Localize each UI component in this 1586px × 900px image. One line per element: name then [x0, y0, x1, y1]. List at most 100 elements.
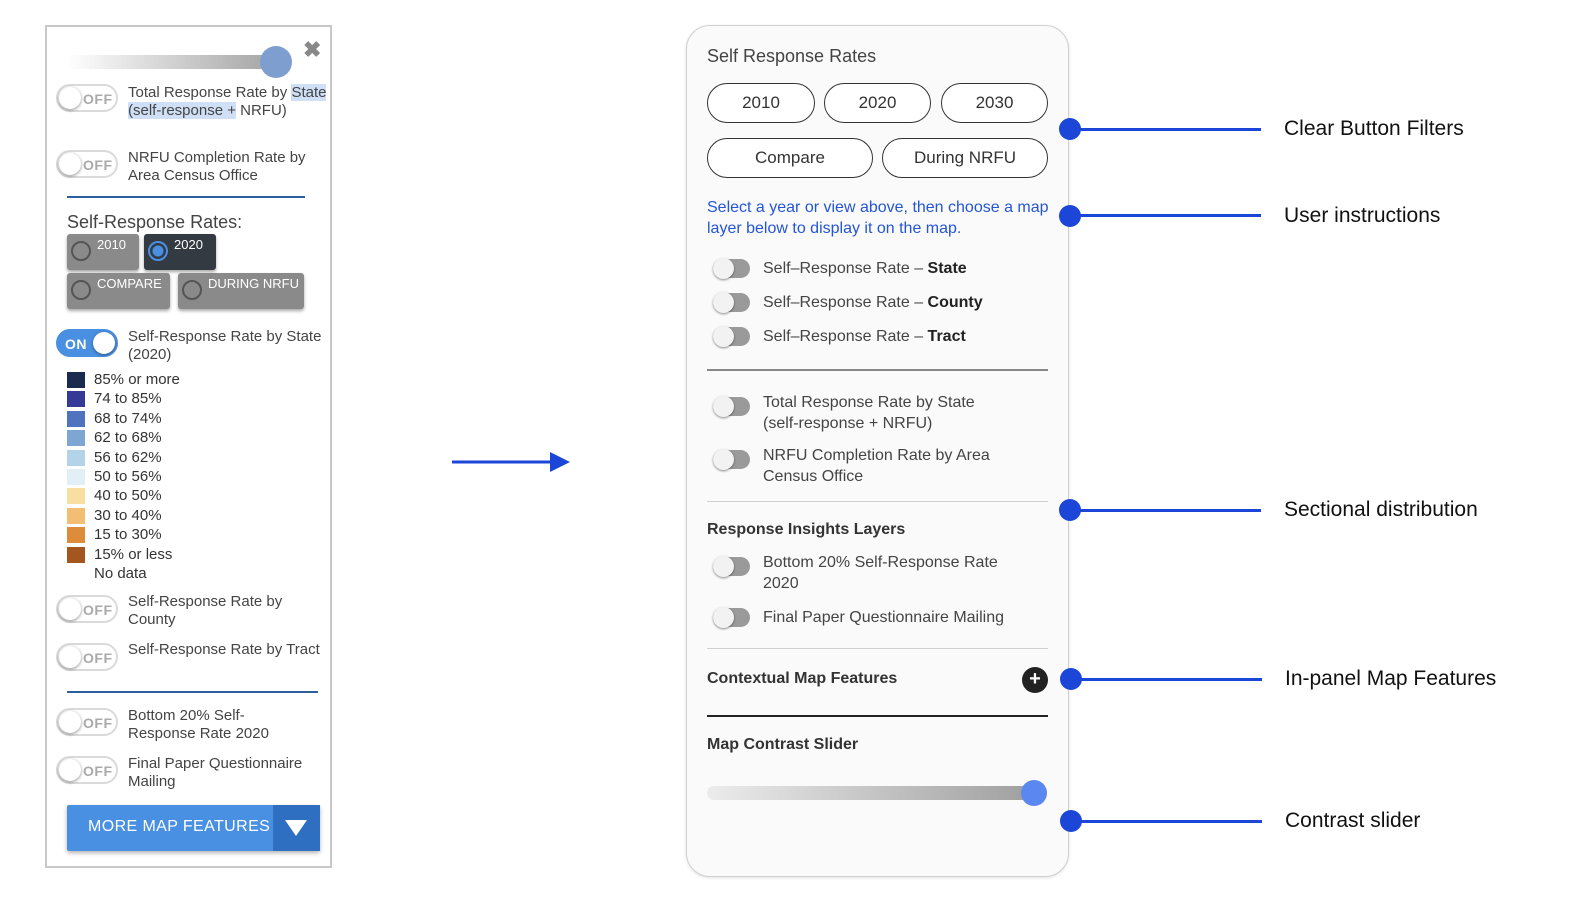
- redesigned-layer-panel: Self Response Rates 2010 2020 2030 Compa…: [686, 25, 1069, 877]
- more-map-features-button[interactable]: MORE MAP FEATURES: [67, 805, 320, 851]
- layer-label-bottom-20: Bottom 20% Self-Response Rate 2020: [763, 554, 998, 592]
- toggle-state-text: OFF: [83, 650, 113, 666]
- toggle-srr-county[interactable]: [713, 292, 750, 313]
- legacy-toggle-label: Final Paper Questionnaire Mailing: [128, 755, 303, 790]
- annotation-line: [1071, 678, 1262, 681]
- legacy-toggle-label: Self-Response Rate by County: [128, 593, 283, 628]
- response-insights-heading: Response Insights Layers: [707, 521, 906, 538]
- label-part: NRFU): [235, 102, 287, 119]
- legend-label: 62 to 68%: [94, 429, 162, 447]
- legacy-layer-panel: ✖ OFF Total Response Rate by State (self…: [45, 25, 332, 868]
- section-divider: [707, 501, 1048, 502]
- toggle-knob: [59, 598, 81, 620]
- toggle-srr-tract[interactable]: [713, 326, 750, 347]
- annotation-line: [1071, 820, 1262, 823]
- legend-swatch: [67, 430, 85, 447]
- toggle-state-text: OFF: [83, 91, 113, 107]
- toggle-knob: [713, 396, 734, 417]
- compare-pill[interactable]: Compare: [707, 138, 873, 178]
- legacy-year-button-2010[interactable]: 2010: [67, 234, 139, 270]
- toggle-knob: [713, 556, 734, 577]
- button-label: 2020: [174, 237, 203, 252]
- legend-swatch: [67, 546, 85, 563]
- label-geography: Tract: [927, 328, 966, 345]
- label-part: Total Response Rate by: [128, 84, 292, 101]
- during-nrfu-pill[interactable]: During NRFU: [882, 138, 1048, 178]
- legend-swatch: [67, 488, 85, 505]
- legend-swatch: [67, 507, 85, 524]
- toggle-knob: [59, 87, 81, 109]
- toggle-total-response-state[interactable]: [713, 396, 750, 417]
- transition-arrow-icon: [452, 452, 570, 472]
- toggle-knob: [59, 711, 81, 733]
- annotation-user-instructions: User instructions: [1284, 204, 1441, 227]
- toggle-knob: [59, 153, 81, 175]
- toggle-knob: [713, 449, 734, 470]
- label-geography: State: [927, 260, 967, 277]
- caret-down-icon: [285, 820, 307, 836]
- legacy-compare-button[interactable]: COMPARE: [67, 273, 170, 309]
- layer-label-county: Self–Response Rate – County: [763, 292, 983, 313]
- legend-label: 15% or less: [94, 545, 173, 563]
- annotation-in-panel-map-features: In-panel Map Features: [1285, 667, 1497, 690]
- panel-title: Self Response Rates: [707, 46, 877, 66]
- legacy-toggle-bottom-20[interactable]: OFF: [56, 708, 118, 736]
- radio-icon: [71, 241, 91, 261]
- legend-label: 68 to 74%: [94, 409, 162, 427]
- user-instructions: Select a year or view above, then choose…: [707, 199, 1049, 237]
- annotation-sectional-distribution: Sectional distribution: [1284, 498, 1478, 521]
- legacy-during-nrfu-button[interactable]: DURING NRFU: [178, 273, 304, 309]
- year-pill-2030[interactable]: 2030: [941, 83, 1048, 123]
- label-geography: County: [927, 294, 983, 311]
- legacy-year-button-2020[interactable]: 2020: [144, 234, 216, 270]
- toggle-state-text: ON: [65, 336, 87, 352]
- radio-selected-icon: [148, 241, 168, 261]
- toggle-knob: [59, 759, 81, 781]
- annotation-contrast-slider: Contrast slider: [1285, 809, 1421, 832]
- legacy-toggle-total-response-state[interactable]: OFF: [56, 84, 118, 112]
- layer-label-tract: Self–Response Rate – Tract: [763, 326, 966, 347]
- contextual-map-features-heading: Contextual Map Features: [707, 670, 898, 687]
- label-prefix: Self–Response Rate –: [763, 328, 928, 345]
- section-divider: [707, 648, 1048, 649]
- legend-label: 15 to 30%: [94, 526, 162, 544]
- legend-label: 74 to 85%: [94, 390, 162, 408]
- legacy-toggle-nrfu-completion[interactable]: OFF: [56, 150, 118, 178]
- toggle-srr-state[interactable]: [713, 258, 750, 279]
- toggle-final-paper[interactable]: [713, 607, 750, 628]
- legend-swatch: [67, 391, 85, 408]
- legacy-toggle-srr-county[interactable]: OFF: [56, 595, 118, 623]
- legacy-toggle-label: Bottom 20% Self-Response Rate 2020: [128, 707, 269, 742]
- section-divider: [67, 196, 305, 198]
- layer-label-nrfu-completion: NRFU Completion Rate by Area Census Offi…: [763, 447, 990, 485]
- close-icon[interactable]: ✖: [303, 37, 322, 62]
- dropdown-toggle[interactable]: [273, 805, 320, 851]
- contrast-slider-thumb[interactable]: [1021, 780, 1047, 806]
- toggle-nrfu-completion[interactable]: [713, 449, 750, 470]
- section-divider: [707, 369, 1048, 371]
- label-prefix: Self–Response Rate –: [763, 294, 928, 311]
- legend-swatch: [67, 449, 85, 466]
- toggle-state-text: OFF: [83, 602, 113, 618]
- toggle-knob: [713, 258, 734, 279]
- legacy-toggle-final-paper[interactable]: OFF: [56, 756, 118, 784]
- contrast-slider-track[interactable]: [707, 786, 1037, 800]
- legacy-contrast-slider-track[interactable]: [67, 55, 277, 69]
- map-contrast-slider-heading: Map Contrast Slider: [707, 736, 859, 753]
- legend-swatch: [67, 410, 85, 427]
- layer-label-total-response: Total Response Rate by State (self-respo…: [763, 394, 975, 432]
- toggle-bottom-20[interactable]: [713, 556, 750, 577]
- legend-swatch: [67, 469, 85, 485]
- toggle-state-text: OFF: [83, 715, 113, 731]
- legacy-toggle-label: Self-Response Rate by State (2020): [128, 328, 322, 363]
- year-pill-2010[interactable]: 2010: [707, 83, 815, 123]
- legend-swatch: [67, 566, 85, 582]
- legacy-toggle-srr-tract[interactable]: OFF: [56, 643, 118, 671]
- legacy-toggle-srr-state-2020[interactable]: ON: [56, 329, 118, 357]
- legacy-contrast-slider-thumb[interactable]: [260, 46, 292, 78]
- section-divider: [67, 691, 318, 693]
- year-pill-2020[interactable]: 2020: [824, 83, 931, 123]
- radio-icon: [71, 280, 91, 300]
- toggle-knob: [713, 292, 734, 313]
- plus-icon[interactable]: +: [1022, 667, 1048, 693]
